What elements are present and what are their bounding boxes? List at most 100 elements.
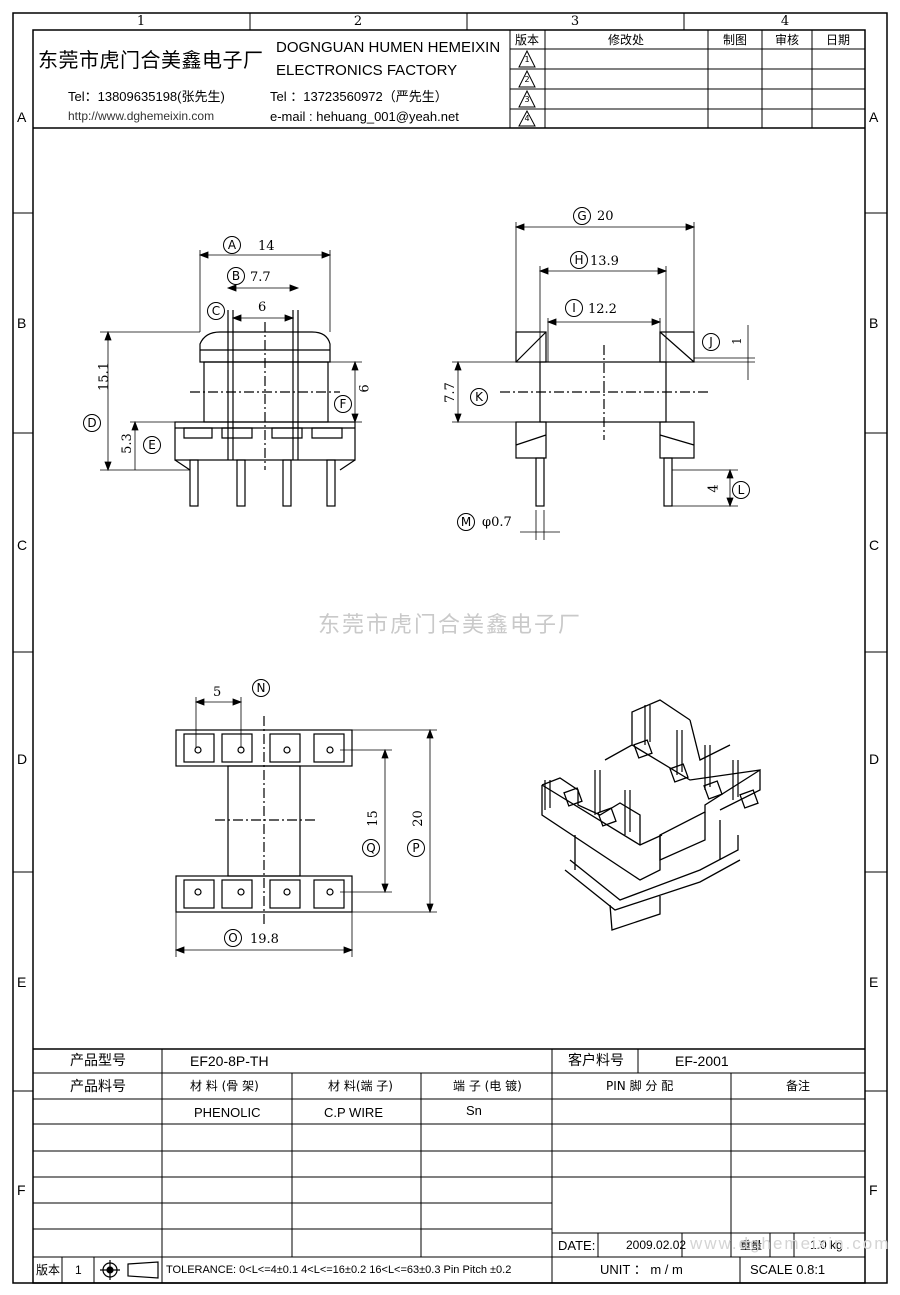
email-address[interactable]: e-mail : hehuang_001@yeah.net: [270, 109, 459, 124]
dim-letter-j: J: [702, 333, 720, 351]
value-material-pin: C.P WIRE: [324, 1105, 383, 1120]
dim-letter-b: B: [227, 267, 245, 285]
dim-value-p: 20: [410, 810, 426, 827]
column-label-4: 4: [780, 14, 790, 29]
website-link[interactable]: http://www.dghemeixin.com: [68, 109, 215, 123]
projection-symbol: [100, 1260, 159, 1280]
label-remarks: 备注: [786, 1079, 811, 1093]
dim-value-b: 7.7: [250, 270, 271, 285]
dim-value-f: 6: [357, 384, 373, 393]
telephone-1: Tel：13809635198(张先生): [68, 89, 225, 104]
dim-value-c-inner: 6: [258, 300, 267, 315]
row-label-f-left: F: [17, 1182, 26, 1198]
label-product-part: 产品料号: [70, 1079, 126, 1095]
rev-header-date: 日期: [825, 33, 851, 47]
company-name-cn: 东莞市虎门合美鑫电子厂: [38, 48, 264, 72]
front-view: [174, 310, 356, 507]
dim-value-n: 5: [213, 685, 222, 700]
company-name-en-line2: ELECTRONICS FACTORY: [276, 62, 458, 79]
rev-mark-4: 4: [524, 114, 530, 123]
top-view-pins: [194, 746, 334, 896]
value-product-model: EF20-8P-TH: [190, 1053, 269, 1069]
row-label-d-right: D: [869, 751, 880, 767]
row-label-f-right: F: [869, 1182, 878, 1198]
row-label-e-left: E: [17, 974, 27, 990]
dim-letter-p: P: [407, 839, 425, 857]
label-pin-plating: 端 子 (电 镀): [453, 1079, 522, 1093]
value-pin-plating: Sn: [466, 1103, 482, 1118]
revision-grid: [510, 30, 865, 128]
row-label-a-right: A: [869, 109, 879, 125]
column-label-2: 2: [353, 14, 363, 29]
rev-header-drawn: 制图: [722, 33, 748, 47]
dim-letter-l: L: [732, 481, 750, 499]
column-ticks: [249, 13, 685, 30]
rev-mark-2: 2: [524, 75, 530, 84]
side-view-dims: [452, 222, 755, 540]
dim-value-e: 5.3: [119, 433, 135, 454]
dim-letter-i: I: [565, 299, 583, 317]
label-weight: 重量: [740, 1239, 762, 1252]
row-label-c-right: C: [869, 537, 880, 553]
dim-letter-m: M: [457, 513, 475, 531]
dim-value-k: 7.7: [442, 382, 458, 403]
inner-frame: [32, 29, 866, 1284]
value-date: 2009.02.02: [626, 1238, 687, 1252]
value-material-frame: PHENOLIC: [194, 1105, 261, 1120]
unit-note: UNIT ： m / m: [600, 1262, 683, 1277]
dim-letter-e: E: [143, 436, 161, 454]
dim-letter-h: H: [570, 251, 588, 269]
rev-header-version: 版本: [514, 33, 540, 47]
row-label-c-left: C: [17, 537, 28, 553]
value-version: 1: [75, 1263, 82, 1277]
dim-value-i: 12.2: [588, 302, 617, 317]
label-pin-assignment: PIN 脚 分 配: [606, 1079, 674, 1093]
dim-letter-g: G: [573, 207, 591, 225]
company-watermark: 东莞市虎门合美鑫电子厂: [317, 613, 583, 638]
rev-mark-3: 3: [524, 95, 530, 104]
label-material-frame: 材 料 (骨 架): [190, 1079, 259, 1093]
dim-value-j: 1: [729, 337, 744, 345]
row-label-d-left: D: [17, 751, 28, 767]
rev-mark-1: 1: [524, 55, 530, 64]
label-version: 版本: [36, 1263, 61, 1277]
dim-value-a: 14: [258, 239, 275, 254]
dim-letter-k: K: [470, 388, 488, 406]
row-label-e-right: E: [869, 974, 879, 990]
row-label-a-left: A: [17, 109, 27, 125]
dim-letter-q: Q: [362, 839, 380, 857]
dim-value-q: 15: [365, 810, 381, 827]
top-view: [175, 716, 353, 926]
dim-letter-f: F: [334, 395, 352, 413]
rev-header-change: 修改处: [607, 33, 645, 47]
label-material-pin: 材 料(端 子): [328, 1079, 393, 1093]
dim-value-h: 13.9: [590, 254, 619, 269]
isometric-pins: [544, 705, 739, 835]
website-watermark: www.dghemeixin.com: [690, 1234, 891, 1253]
spec-table-grid: [33, 1048, 865, 1283]
telephone-2: Tel ：13723560972（严先生）: [270, 89, 448, 104]
scale-note: SCALE 0.8:1: [750, 1262, 826, 1277]
row-ticks: [13, 212, 887, 1092]
side-view: [500, 331, 710, 507]
rev-header-checked: 审核: [774, 33, 800, 47]
dim-letter-c: C: [207, 302, 225, 320]
company-name-en-line1: DOGNGUAN HUMEN HEMEIXIN: [276, 39, 501, 56]
dim-letter-d: D: [83, 414, 101, 432]
dim-value-o: 19.8: [250, 932, 279, 947]
row-label-b-left: B: [17, 315, 27, 331]
dim-value-g: 20: [597, 209, 614, 224]
dim-value-m: φ0.7: [482, 515, 512, 530]
dim-value-l: 4: [706, 484, 722, 493]
isometric-view: [541, 699, 761, 931]
value-weight: 1.0 kg: [810, 1238, 843, 1252]
label-date: DATE:: [558, 1238, 596, 1253]
top-view-dims: [174, 697, 437, 957]
top-view-pads: [183, 733, 345, 909]
revision-triangles: [518, 49, 536, 127]
value-customer-part: EF-2001: [675, 1053, 729, 1069]
column-label-3: 3: [570, 14, 580, 29]
front-view-dims: [100, 250, 362, 472]
dim-letter-n: N: [252, 679, 270, 697]
